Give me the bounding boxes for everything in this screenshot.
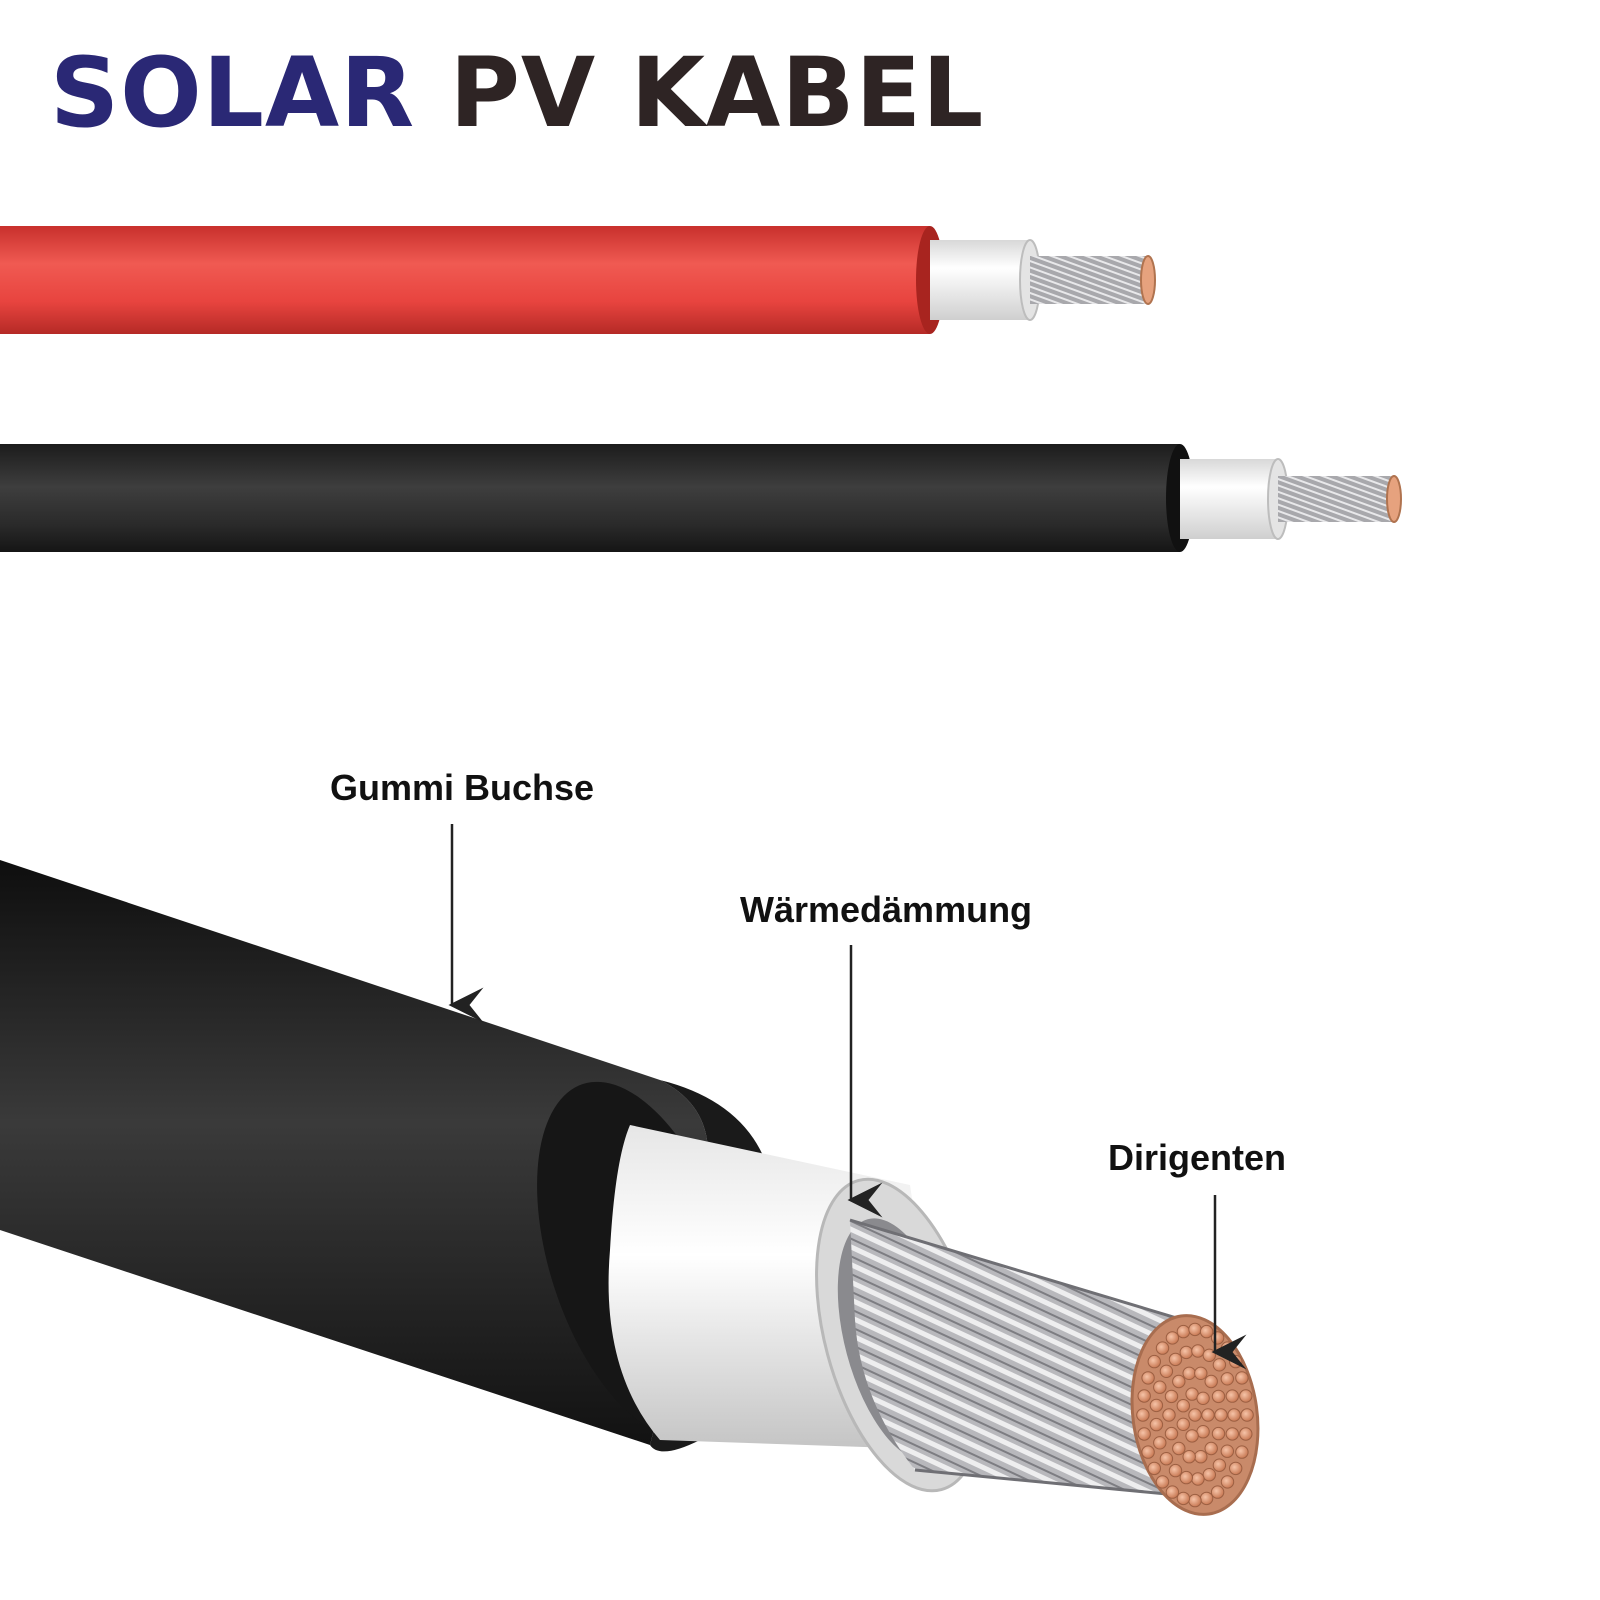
copper-wire bbox=[1210, 1485, 1225, 1499]
copper-wire bbox=[1159, 1364, 1174, 1379]
copper-wire bbox=[1214, 1408, 1228, 1422]
copper-wire bbox=[1162, 1408, 1176, 1422]
copper-wire bbox=[1204, 1374, 1218, 1389]
copper-wire bbox=[1210, 1331, 1225, 1345]
copper-wire bbox=[1235, 1445, 1249, 1459]
rubber-sheath bbox=[0, 860, 708, 1445]
copper-wire bbox=[1220, 1444, 1235, 1458]
copper-wire bbox=[1199, 1324, 1214, 1339]
copper-wire bbox=[1188, 1493, 1202, 1508]
copper-wire bbox=[1172, 1441, 1186, 1456]
label-insulation: Wärmedämmung bbox=[740, 889, 1033, 930]
copper-wire bbox=[1199, 1491, 1214, 1506]
label-conductor: Dirigenten bbox=[1108, 1137, 1287, 1178]
copper-wire bbox=[1201, 1408, 1215, 1422]
copper-wire bbox=[1176, 1417, 1191, 1432]
page-title: SOLAR PV KABEL bbox=[50, 45, 984, 141]
copper-wire bbox=[1137, 1427, 1151, 1441]
copper-wire bbox=[1196, 1391, 1210, 1406]
copper-wire bbox=[1202, 1468, 1217, 1482]
copper-wire bbox=[1149, 1398, 1164, 1413]
copper-wire bbox=[1176, 1324, 1191, 1339]
copper-wire bbox=[1211, 1426, 1226, 1441]
copper-wire bbox=[1179, 1345, 1194, 1360]
label-rubber-sheath: Gummi Buchse bbox=[330, 767, 595, 808]
copper-wire bbox=[1164, 1426, 1179, 1441]
copper-wire bbox=[1235, 1371, 1249, 1385]
red-cable bbox=[0, 226, 1156, 334]
copper-wire bbox=[1164, 1389, 1179, 1404]
copper-wire bbox=[1176, 1491, 1191, 1506]
copper-wire bbox=[1220, 1341, 1235, 1355]
copper-wire bbox=[1149, 1417, 1164, 1432]
cable-cross-section bbox=[0, 860, 1260, 1516]
copper-wire bbox=[1185, 1429, 1199, 1443]
copper-wire bbox=[1147, 1461, 1162, 1476]
copper-wire bbox=[1155, 1475, 1170, 1489]
copper-wire bbox=[1240, 1408, 1254, 1422]
copper-wire bbox=[1165, 1485, 1180, 1499]
copper-wire bbox=[1155, 1341, 1170, 1355]
copper-wire bbox=[1229, 1461, 1243, 1476]
copper-wire bbox=[1188, 1322, 1202, 1337]
copper-wire bbox=[1165, 1331, 1180, 1345]
copper-wire bbox=[1239, 1427, 1253, 1441]
copper-wire bbox=[1202, 1348, 1217, 1363]
copper-wire bbox=[1182, 1366, 1196, 1381]
copper-wire bbox=[1229, 1354, 1243, 1369]
copper-wire bbox=[1212, 1458, 1227, 1472]
copper-wire bbox=[1153, 1380, 1167, 1394]
copper-wire bbox=[1182, 1450, 1196, 1464]
copper-wire bbox=[1153, 1436, 1167, 1450]
copper-wire bbox=[1220, 1372, 1235, 1386]
title-solar: SOLAR bbox=[50, 37, 416, 149]
copper-wire bbox=[1141, 1445, 1155, 1459]
black-cable bbox=[0, 444, 1402, 552]
copper-wire bbox=[1159, 1452, 1174, 1466]
copper-wire bbox=[1168, 1463, 1183, 1478]
title-pv-kabel: PV KABEL bbox=[449, 37, 985, 149]
copper-wire bbox=[1191, 1344, 1205, 1358]
copper-wire bbox=[1227, 1408, 1241, 1422]
copper-wire bbox=[1172, 1374, 1186, 1389]
copper-wire bbox=[1225, 1427, 1240, 1441]
copper-wire bbox=[1211, 1389, 1226, 1404]
copper-wire bbox=[1194, 1366, 1208, 1381]
copper-wire bbox=[1179, 1470, 1194, 1485]
copper-wire bbox=[1220, 1475, 1235, 1489]
copper-wire bbox=[1168, 1352, 1183, 1367]
copper-wire bbox=[1188, 1408, 1202, 1422]
copper-wire bbox=[1176, 1399, 1191, 1413]
copper-wire bbox=[1141, 1371, 1155, 1385]
copper-wire bbox=[1147, 1354, 1162, 1369]
copper-wire bbox=[1136, 1408, 1150, 1422]
copper-wire bbox=[1212, 1358, 1227, 1372]
copper-wire bbox=[1239, 1389, 1253, 1403]
copper-wire bbox=[1137, 1389, 1151, 1403]
copper-wires bbox=[1136, 1322, 1254, 1508]
copper-wire bbox=[1204, 1441, 1218, 1456]
copper-wire bbox=[1194, 1450, 1208, 1464]
copper-wire bbox=[1225, 1389, 1240, 1403]
copper-wire bbox=[1191, 1472, 1205, 1486]
